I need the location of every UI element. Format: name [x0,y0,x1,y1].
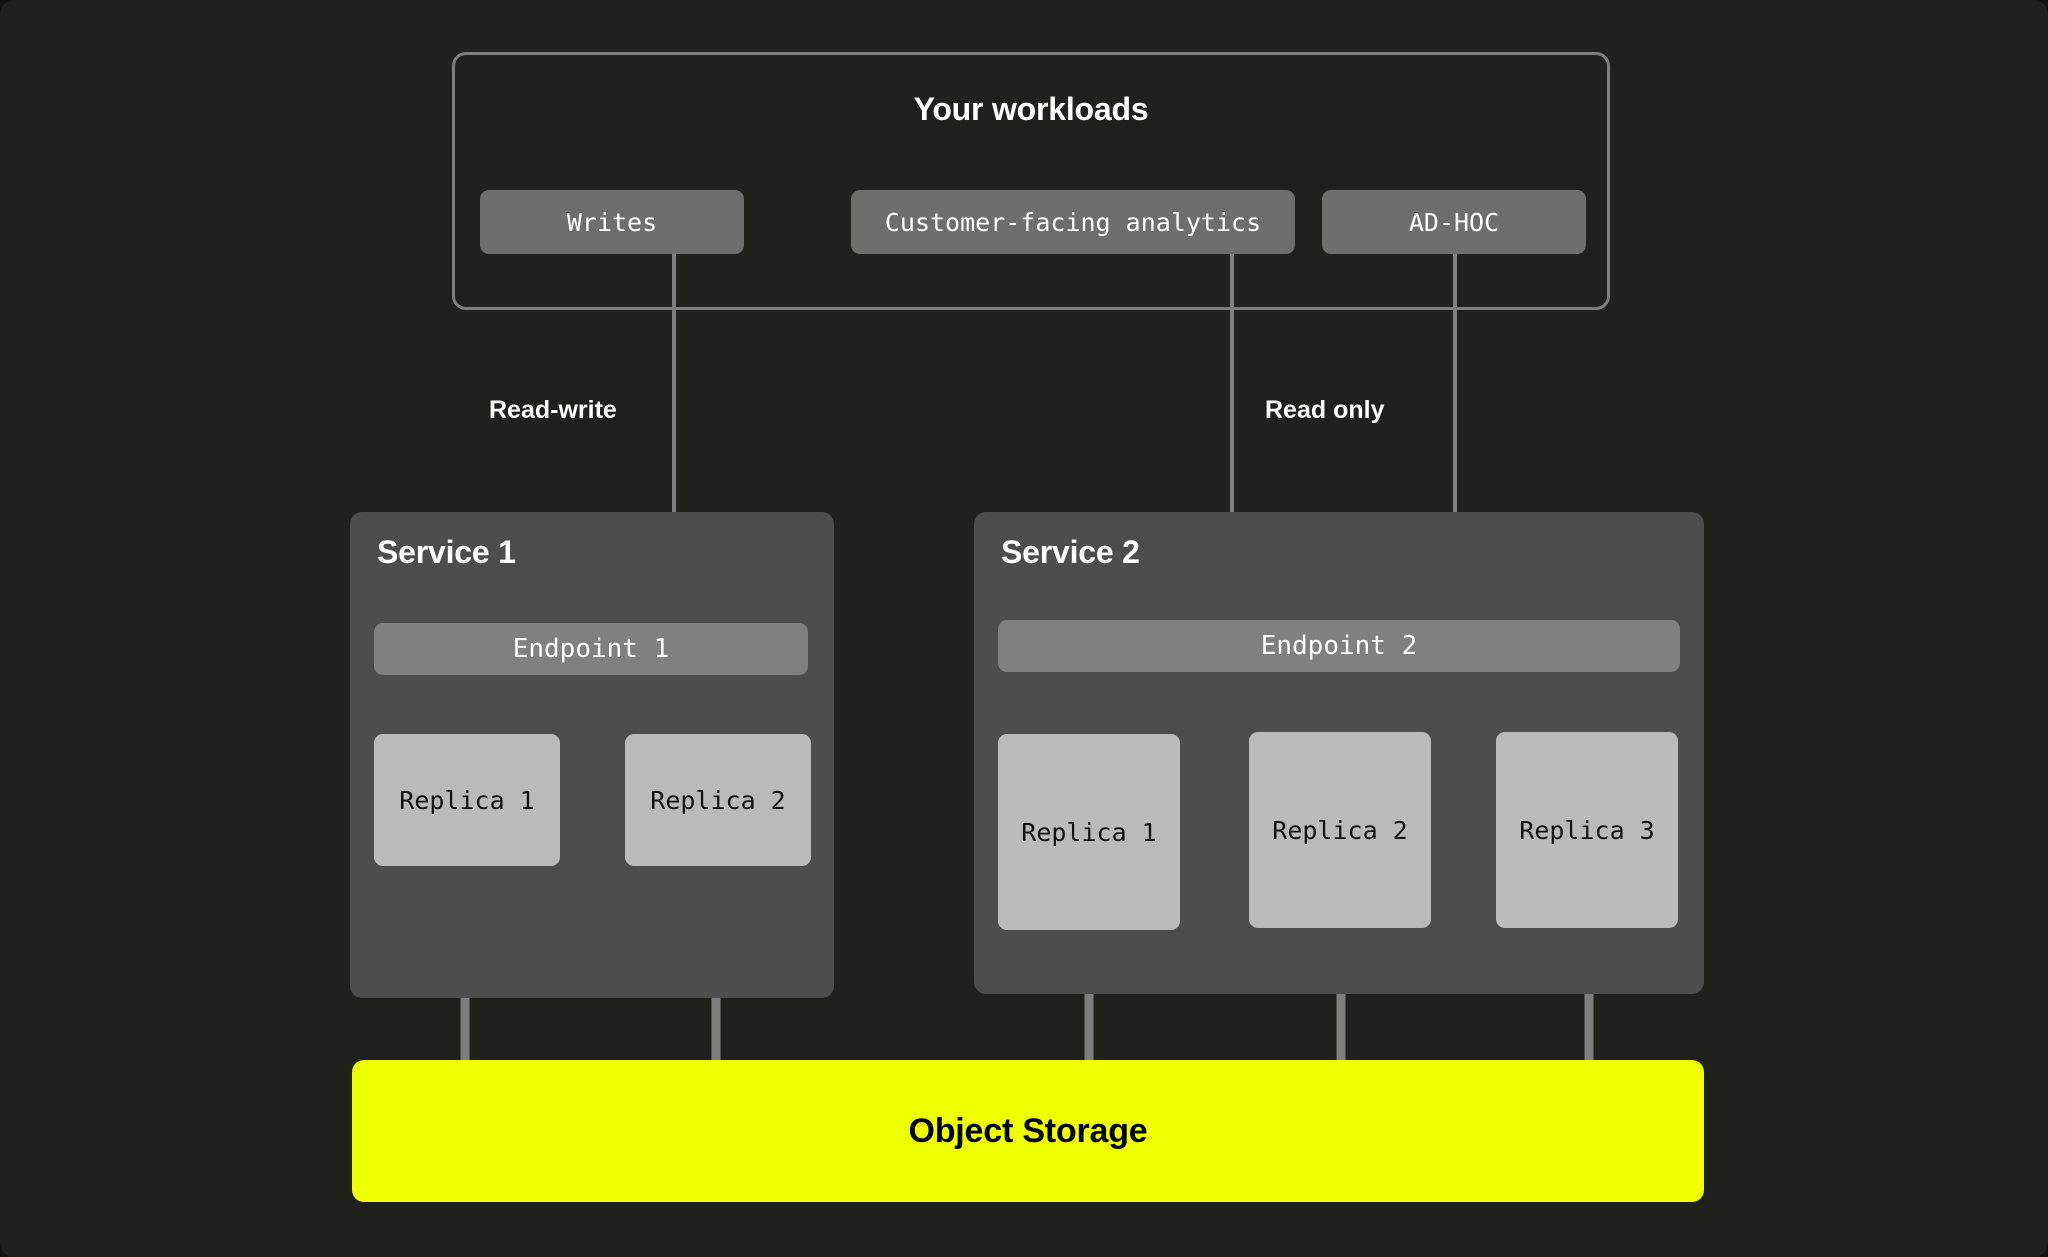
workloads-title: Your workloads [913,91,1149,127]
edge-label-read-only: Read only [1265,396,1385,424]
service-1-title: Service 1 [377,534,516,570]
endpoint-2[interactable]: Endpoint 2 [998,620,1680,672]
workload-label: Writes [566,207,658,237]
endpoint-2-label: Endpoint 2 [1260,631,1418,661]
service-2-replica-2[interactable]: Replica 2 [1249,732,1431,928]
object-storage-label: Object Storage [908,1111,1148,1150]
service-2-title: Service 2 [1001,534,1140,570]
workload-box-customer-facing-analytics[interactable]: Customer-facing analytics [851,190,1295,254]
replica-label: Replica 2 [650,785,786,815]
workload-box-writes[interactable]: Writes [480,190,744,254]
endpoint-1[interactable]: Endpoint 1 [374,623,808,675]
replica-label: Replica 1 [399,785,535,815]
workload-box-ad-hoc[interactable]: AD-HOC [1322,190,1586,254]
service-2-replica-3[interactable]: Replica 3 [1496,732,1678,928]
object-storage-bar[interactable]: Object Storage [352,1060,1704,1202]
replica-label: Replica 1 [1021,817,1157,847]
replica-label: Replica 2 [1272,815,1408,845]
service-1-replica-1[interactable]: Replica 1 [374,734,560,866]
workload-label: AD-HOC [1408,207,1500,237]
service-panel-2: Service 2 Endpoint 2 Replica 1 Replica 2… [974,512,1704,994]
endpoint-1-label: Endpoint 1 [512,634,670,664]
service-2-replica-1[interactable]: Replica 1 [998,734,1180,930]
service-panel-1: Service 1 Endpoint 1 Replica 1 Replica 2 [350,512,834,998]
workloads-container: Your workloads [452,52,1610,310]
edge-label-read-write: Read-write [489,396,617,424]
service-1-replica-2[interactable]: Replica 2 [625,734,811,866]
workload-label: Customer-facing analytics [884,207,1262,237]
replica-label: Replica 3 [1519,815,1655,845]
